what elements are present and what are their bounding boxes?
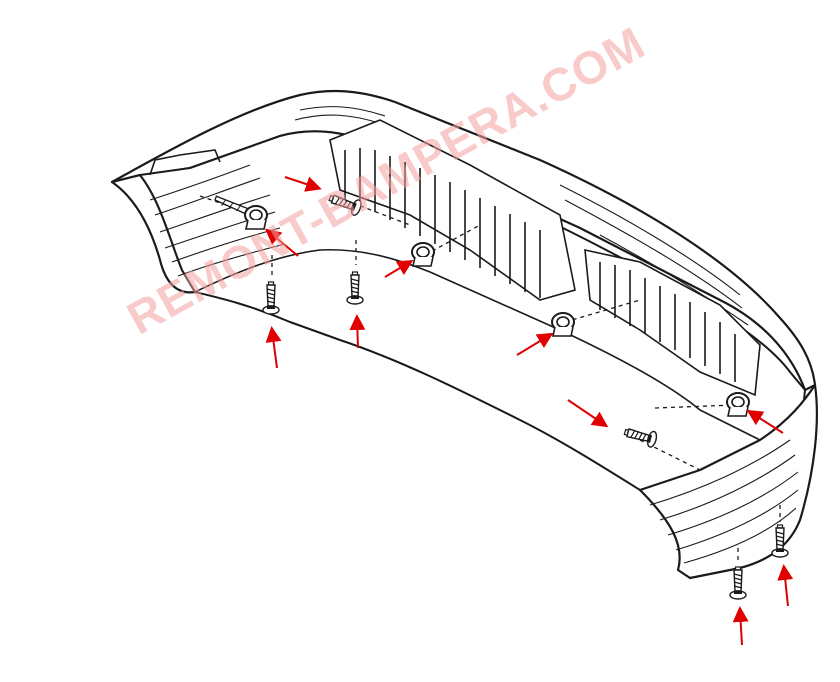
nut-icon — [726, 392, 750, 417]
arrow — [746, 409, 784, 434]
arrow — [732, 606, 749, 646]
nut-icon — [551, 312, 575, 337]
arrow — [516, 332, 554, 356]
arrow — [284, 176, 322, 192]
cover-shading — [149, 106, 799, 564]
nut-icon — [411, 242, 435, 267]
arrow — [384, 259, 414, 278]
nut-icon — [244, 205, 268, 230]
arrow — [349, 314, 366, 349]
arrow — [264, 228, 299, 257]
pointer-arrows — [264, 176, 794, 646]
mounting-brackets — [149, 119, 761, 397]
arrow — [265, 326, 282, 369]
arrow — [567, 399, 609, 428]
arrow — [777, 564, 794, 607]
screw-icon — [729, 566, 747, 600]
